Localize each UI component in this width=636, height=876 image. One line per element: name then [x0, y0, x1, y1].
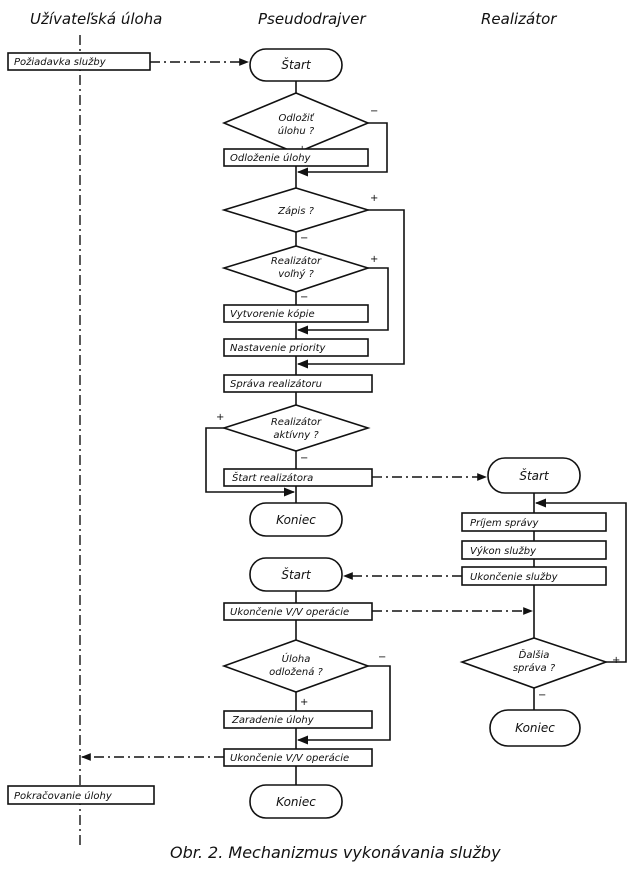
pseudo-end2-label: Koniec — [276, 795, 316, 809]
column-header-pseudodriver: Pseudodrajver — [258, 10, 366, 28]
realizer-end-terminal — [489, 709, 581, 747]
write-decision-label: Zápis ? — [277, 205, 314, 217]
service-request-label: Požiadavka služby — [14, 56, 107, 68]
branch-minus-label: − — [378, 652, 386, 663]
start-realizer-label: Štart realizátora — [232, 471, 313, 484]
perform-service-label: Výkon služby — [470, 545, 537, 557]
pseudo-end2-terminal — [249, 784, 343, 819]
continue-task-box — [7, 785, 155, 805]
column-header-user-task: Užívateľská úloha — [30, 10, 162, 28]
branch-minus-label: − — [538, 690, 546, 701]
realizer-message-label: Správa realizátoru — [230, 378, 322, 390]
end-io-label-1: Ukončenie V/V operácie — [230, 606, 349, 618]
continue-task-label: Pokračovanie úlohy — [14, 790, 113, 802]
defer-no-branch-line — [296, 122, 388, 177]
pseudo-end-terminal — [249, 502, 343, 537]
realizer-free-decision-line1: Realizátor — [271, 255, 322, 267]
task-deferred-decision-line2: odložená ? — [269, 666, 323, 678]
realizer-free-decision-line2: voľný ? — [278, 268, 314, 280]
realizer-free-yes-branch-line — [296, 267, 389, 335]
realizer-end-label: Koniec — [515, 721, 555, 735]
pseudo-end-label: Koniec — [276, 513, 316, 527]
branch-plus-label: + — [370, 193, 378, 204]
pseudo-start-label: Štart — [281, 57, 312, 72]
pseudo-start2-label: Štart — [281, 567, 312, 582]
branch-minus-label: − — [370, 106, 378, 117]
realizer-start-label: Štart — [519, 468, 550, 483]
create-copy-label: Vytvorenie kópie — [230, 308, 315, 320]
realizer-active-yes-branch-line — [205, 427, 296, 497]
task-deferred-no-branch-line — [296, 665, 391, 745]
realizer-active-decision-line2: aktívny ? — [273, 429, 319, 441]
next-message-yes-loop-line — [534, 498, 627, 663]
branch-plus-label: + — [216, 412, 224, 423]
defer-task-decision-line1: Odložiť — [278, 112, 314, 124]
branch-plus-label: + — [612, 655, 620, 666]
realizer-active-decision-line1: Realizátor — [271, 416, 322, 428]
set-priority-label: Nastavenie priority — [230, 343, 327, 354]
branch-minus-label: − — [300, 453, 308, 464]
branch-plus-label: + — [300, 697, 308, 708]
enqueue-task-box — [223, 710, 373, 729]
column-header-realizer: Realizátor — [481, 10, 557, 28]
receive-message-label: Príjem správy — [470, 517, 539, 529]
write-yes-branch-line — [296, 209, 405, 369]
defer-task-decision-line2: úlohu ? — [278, 125, 315, 137]
end-service-label: Ukončenie služby — [470, 571, 559, 583]
branch-minus-label: − — [300, 233, 308, 244]
enqueue-task-label: Zaradenie úlohy — [231, 714, 315, 726]
task-deferred-decision — [221, 639, 371, 693]
figure-caption: Obr. 2. Mechanizmus vykonávania služby — [170, 843, 501, 862]
realizer-message-box — [223, 374, 373, 393]
next-message-decision-line2: správa ? — [513, 662, 556, 674]
end-io-label-2: Ukončenie V/V operácie — [230, 752, 349, 764]
realizer-active-decision — [221, 404, 371, 452]
task-deferred-decision-line1: Úloha — [282, 652, 311, 665]
defer-task-label: Odloženie úlohy — [230, 152, 312, 164]
next-message-decision-line1: Ďalšia — [519, 648, 550, 661]
branch-minus-label: − — [300, 292, 308, 303]
branch-plus-label: + — [370, 254, 378, 265]
